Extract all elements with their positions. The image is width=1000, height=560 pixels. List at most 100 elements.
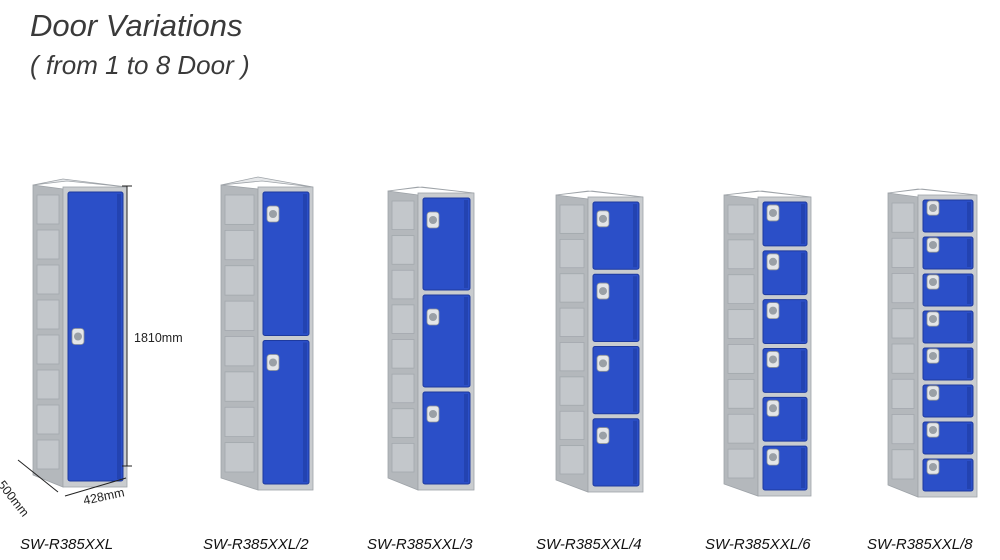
side-panel-groove bbox=[391, 339, 415, 369]
locker-top bbox=[723, 190, 812, 198]
side-panel-groove bbox=[891, 414, 915, 445]
side-panel-groove bbox=[559, 342, 585, 372]
side-panel-groove bbox=[224, 442, 255, 473]
lock-icon bbox=[769, 257, 777, 266]
side-panel-groove bbox=[891, 237, 915, 268]
side-panel-groove bbox=[391, 442, 415, 473]
door-edge-shade bbox=[801, 301, 805, 342]
locker-1-door bbox=[32, 178, 128, 488]
side-panel-groove bbox=[891, 343, 915, 374]
door-edge-shade bbox=[633, 348, 637, 412]
side-panel-groove bbox=[727, 274, 755, 305]
locker-top bbox=[387, 186, 475, 194]
lock-icon bbox=[769, 404, 777, 413]
lock-icon bbox=[429, 410, 437, 418]
side-panel-groove bbox=[727, 239, 755, 270]
side-panel-groove bbox=[559, 307, 585, 337]
page-title: Door Variations bbox=[30, 8, 243, 43]
side-panel-groove bbox=[891, 378, 915, 409]
side-panel-groove bbox=[559, 410, 585, 441]
side-panel-groove bbox=[559, 238, 585, 269]
lock-icon bbox=[929, 463, 937, 471]
side-panel-groove bbox=[727, 344, 755, 374]
side-panel-groove bbox=[891, 273, 915, 304]
door-edge-shade bbox=[464, 394, 468, 482]
lock-icon bbox=[599, 287, 607, 296]
height-dimension-label: 1810mm bbox=[134, 331, 183, 345]
locker-3-door bbox=[387, 186, 475, 491]
side-panel-groove bbox=[727, 448, 755, 479]
lock-icon bbox=[599, 359, 607, 368]
side-panel-groove bbox=[559, 376, 585, 406]
door-edge-shade bbox=[967, 350, 971, 378]
door-edge-shade bbox=[967, 239, 971, 267]
door-edge-shade bbox=[801, 350, 805, 391]
lock-icon bbox=[769, 355, 777, 364]
side-panel-groove bbox=[224, 371, 255, 402]
side-panel-groove bbox=[391, 408, 415, 438]
model-label-3: SW-R385XXL/3 bbox=[367, 536, 473, 553]
door-edge-shade bbox=[801, 448, 805, 488]
lock-icon bbox=[929, 426, 937, 434]
door-edge-shade bbox=[967, 276, 971, 304]
side-panel-groove bbox=[36, 334, 60, 365]
locker-2-door bbox=[220, 176, 314, 491]
door-edge-shade bbox=[117, 194, 121, 479]
lock-icon bbox=[929, 315, 937, 323]
locker-door bbox=[67, 191, 124, 482]
side-panel-groove bbox=[36, 404, 60, 435]
lock-icon bbox=[769, 306, 777, 315]
locker-top bbox=[220, 176, 314, 188]
door-edge-shade bbox=[801, 399, 805, 440]
lock-icon bbox=[599, 214, 607, 223]
side-panel-groove bbox=[727, 204, 755, 235]
side-panel-groove bbox=[559, 204, 585, 234]
door-edge-shade bbox=[967, 424, 971, 452]
door-edge-shade bbox=[464, 297, 468, 385]
locker-door bbox=[262, 191, 310, 336]
door-edge-shade bbox=[967, 202, 971, 230]
lock-icon bbox=[929, 204, 937, 212]
lock-icon bbox=[769, 453, 777, 462]
side-panel-groove bbox=[391, 304, 415, 334]
side-panel-groove bbox=[224, 265, 255, 296]
door-edge-shade bbox=[633, 276, 637, 340]
locker-8-door bbox=[887, 188, 978, 498]
model-label-4: SW-R385XXL/4 bbox=[536, 536, 642, 553]
locker-4-door bbox=[555, 190, 644, 493]
model-label-2: SW-R385XXL/2 bbox=[203, 536, 309, 553]
model-label-1: SW-R385XXL bbox=[20, 536, 114, 553]
side-panel-groove bbox=[727, 378, 755, 409]
door-edge-shade bbox=[633, 204, 637, 268]
side-panel-groove bbox=[36, 439, 60, 470]
locker-top bbox=[555, 190, 644, 198]
lock-icon bbox=[429, 313, 437, 321]
lock-icon bbox=[929, 241, 937, 249]
side-panel-groove bbox=[224, 194, 255, 225]
side-panel-groove bbox=[559, 273, 585, 303]
door-edge-shade bbox=[801, 204, 805, 244]
side-panel-groove bbox=[891, 308, 915, 339]
side-panel-groove bbox=[224, 300, 255, 331]
side-panel-groove bbox=[559, 445, 585, 475]
lock-icon bbox=[599, 431, 607, 440]
side-panel-groove bbox=[391, 200, 415, 231]
side-panel-groove bbox=[224, 229, 255, 261]
side-panel-groove bbox=[891, 449, 915, 480]
lock-icon bbox=[429, 216, 437, 224]
lock-icon bbox=[74, 332, 82, 341]
side-panel-groove bbox=[224, 406, 255, 438]
side-panel-groove bbox=[391, 235, 415, 265]
model-label-6: SW-R385XXL/6 bbox=[705, 536, 811, 553]
side-panel-groove bbox=[891, 202, 915, 233]
side-panel-groove bbox=[391, 373, 415, 404]
lock-icon bbox=[269, 358, 277, 367]
side-panel-groove bbox=[36, 369, 60, 400]
model-label-8: SW-R385XXL/8 bbox=[867, 536, 973, 553]
lock-icon bbox=[929, 389, 937, 397]
page-subtitle: ( from 1 to 8 Door ) bbox=[30, 50, 250, 80]
door-edge-shade bbox=[303, 342, 307, 482]
side-panel-groove bbox=[224, 336, 255, 367]
lock-icon bbox=[929, 352, 937, 360]
depth-dimension-line bbox=[17, 459, 59, 493]
